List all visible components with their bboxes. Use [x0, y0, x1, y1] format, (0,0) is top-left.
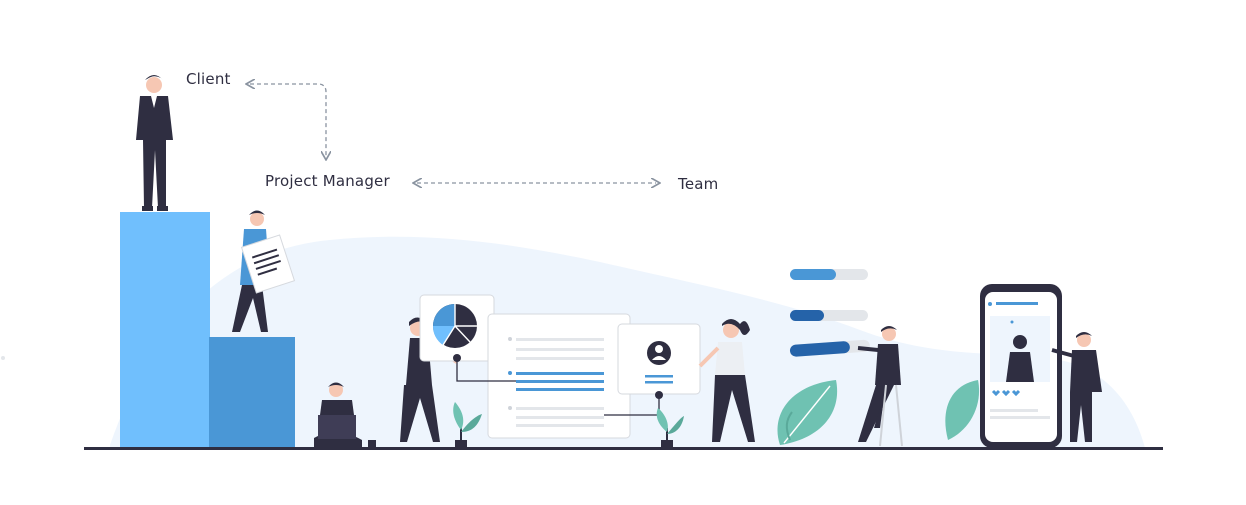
list-document-card — [488, 314, 630, 438]
ground-line — [84, 447, 1163, 450]
project-manager-label: Project Manager — [265, 172, 390, 190]
pie-chart-card — [420, 295, 494, 361]
client-to-pm-arrow — [250, 84, 326, 156]
client-figure — [136, 75, 173, 211]
phone-mockup — [980, 284, 1062, 448]
client-label: Client — [186, 70, 231, 88]
team-label: Team — [678, 175, 718, 193]
podium-tall — [120, 212, 210, 448]
podium-short — [209, 337, 295, 448]
profile-card — [618, 324, 700, 394]
